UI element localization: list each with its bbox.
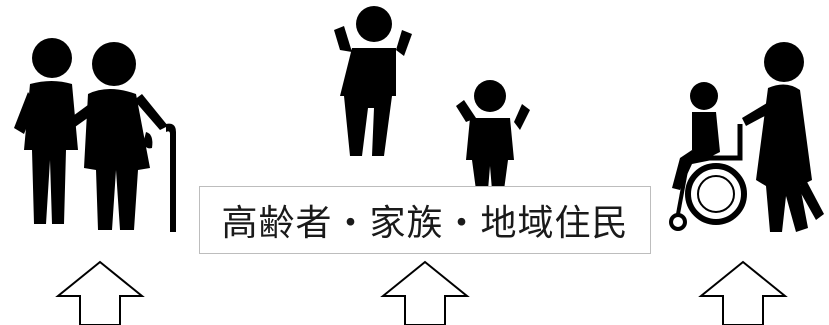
elderly-couple-icon xyxy=(14,38,176,232)
up-arrow-icon xyxy=(380,260,470,325)
arrow-up-center xyxy=(380,260,470,325)
label-box: 高齢者・家族・地域住民 xyxy=(199,186,651,254)
up-arrow-icon xyxy=(698,260,788,325)
wheelchair-caregiver-icon xyxy=(669,42,824,232)
arrow-up-left xyxy=(55,260,145,325)
label-text: 高齢者・家族・地域住民 xyxy=(221,203,629,244)
up-arrow-icon xyxy=(55,260,145,325)
adult-and-child-icon xyxy=(334,6,530,190)
arrow-up-right xyxy=(698,260,788,325)
